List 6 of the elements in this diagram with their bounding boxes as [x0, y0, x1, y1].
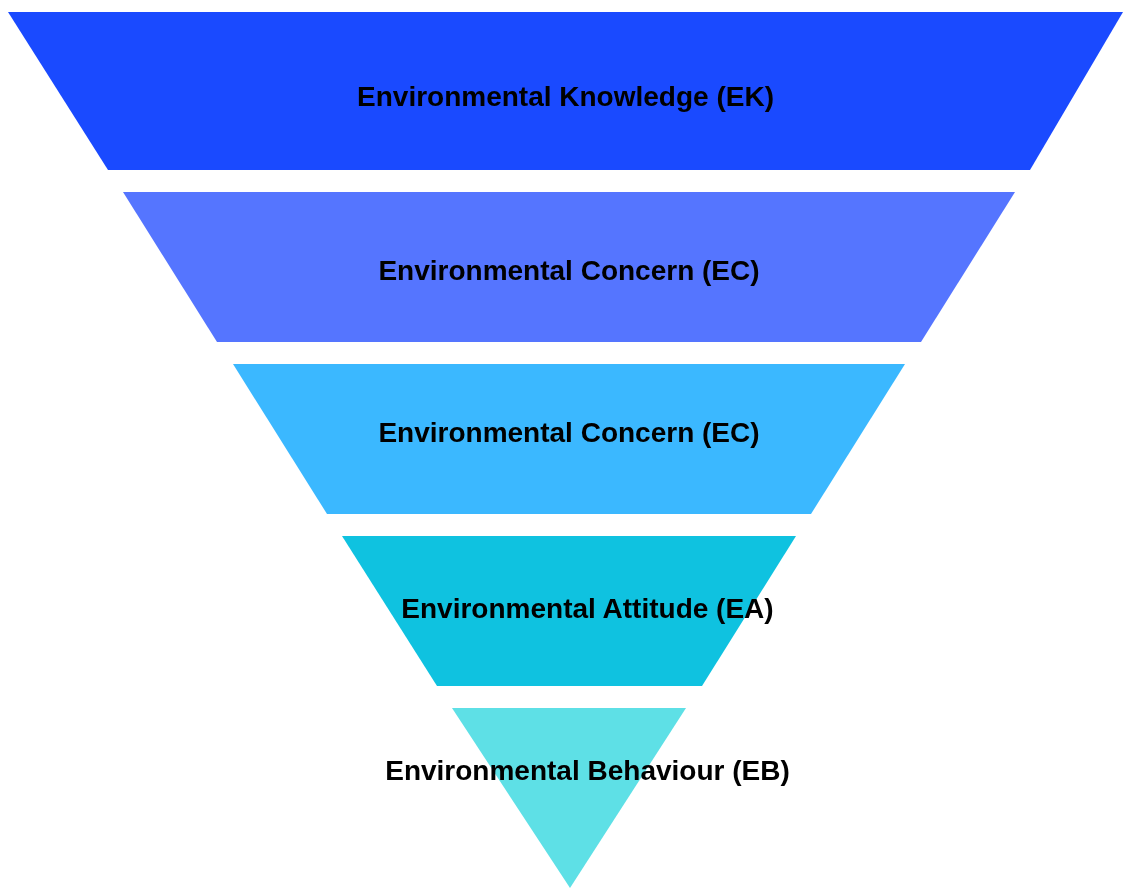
segment-label: Environmental Concern (EC) [377, 254, 761, 288]
funnel-segment [8, 12, 1123, 170]
funnel-segment [123, 192, 1015, 342]
segment-label: Environmental Concern (EC) [377, 416, 761, 450]
segment-label: Environmental Knowledge (EK) [356, 80, 775, 114]
funnel-segment [233, 364, 905, 514]
